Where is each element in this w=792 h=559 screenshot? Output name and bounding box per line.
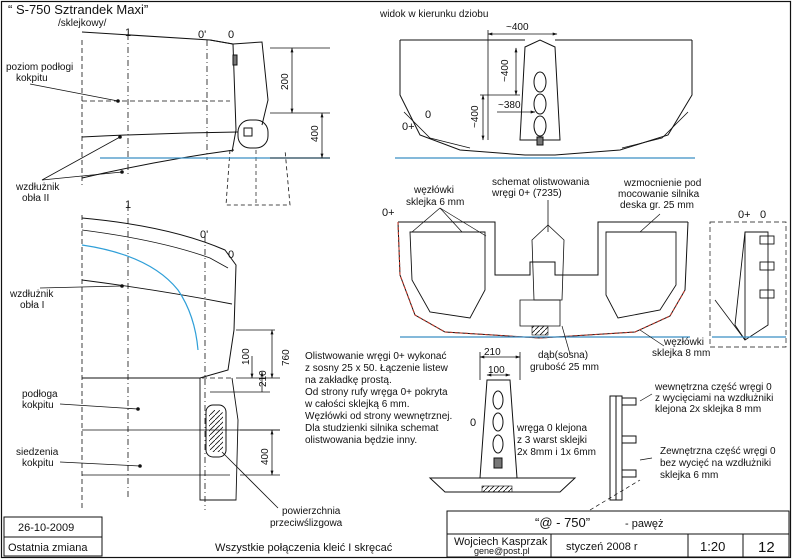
transom-dim-100: 100 <box>488 365 505 376</box>
drawing-scale: 1:20 <box>700 539 725 554</box>
dim-400-upper: 400 <box>310 125 321 142</box>
engine-reinforcement-label: wzmocnienie pod mocowanie silnika deska … <box>618 178 704 211</box>
leader-chine-2b <box>41 171 123 181</box>
leader-cockpit-seats <box>59 461 141 467</box>
drawing-date: styczeń 2008 r <box>566 541 638 553</box>
transom-label-0: 0 <box>470 417 476 429</box>
footer-joints-note: Wszystkie połączenia kleić I skręcać <box>215 542 393 554</box>
project-name: “@ - 750” <box>535 515 590 530</box>
side-view-lower <box>81 205 280 510</box>
bow-view-caption: widok w kierunku dziobu <box>379 9 488 20</box>
leader-cockpit-floor <box>59 403 139 410</box>
dim-200: 200 <box>280 73 291 90</box>
drawing-subtitle: /sklejkowy/ <box>58 18 107 29</box>
gusset-leaders <box>411 207 665 355</box>
bow-label-0: 0 <box>425 109 431 121</box>
label-chine-1: wzdłużnik obła I <box>9 289 56 311</box>
title-block <box>446 510 790 558</box>
bow-dim-h400a: ~400 <box>500 59 511 82</box>
gussets-6mm-label: węzłówki sklejka 6 mm <box>406 185 464 208</box>
label-planing-surface: powierzchnia przeciwślizgowa <box>270 506 343 529</box>
footer-last-change: Ostatnia zmiana <box>8 542 88 554</box>
frame-0-outer-note: Zewnętrzna część wręgi 0 bez wycięć na w… <box>660 446 778 481</box>
part-name: - pawęż <box>625 518 664 530</box>
frame-label-0plus-right: 0+ <box>738 209 751 221</box>
bow-label-0plus: 0+ <box>402 121 415 133</box>
side-view-upper <box>81 31 291 206</box>
label-cockpit-seats: siedzenia kokpitu <box>16 447 61 469</box>
dim-100-side: 100 <box>241 348 252 365</box>
frame-detail-caption: schemat olistwowania wręgi 0+ (7235) <box>491 177 592 199</box>
label-chine-2: wzdłużnik obła II <box>15 182 62 204</box>
transom-caption: wręga 0 klejona z 3 warst sklejki 2x 8mm… <box>516 423 596 458</box>
bow-dim-w380: ~380 <box>498 100 521 111</box>
leader-planing-surface <box>221 451 279 509</box>
drawing-title: “ S-750 Sztrandek Maxi” <box>8 2 148 17</box>
leader-cockpit-level <box>29 83 119 102</box>
leader-chine-1 <box>39 285 123 289</box>
oak-batten-label: dąb(sosna) grubość 25 mm <box>530 350 599 373</box>
dim-side-upper <box>270 47 330 159</box>
bow-view-hull <box>399 39 693 156</box>
frame-label-0plus-left: 0+ <box>382 207 395 219</box>
construction-notes: Olistwowanie wręgi 0+ wykonać z sosny 25… <box>304 351 455 446</box>
bow-dims <box>480 30 558 141</box>
label-cockpit-floor: podłoga kokpitu <box>22 389 60 411</box>
gussets-8mm-label: węzłówki sklejka 8 mm <box>652 337 710 359</box>
dim-210-side: 210 <box>258 370 269 387</box>
frame-label-0-upper: 0 <box>228 29 234 41</box>
dim-760: 760 <box>281 349 292 366</box>
frame-label-1-upper: 1 <box>125 27 131 39</box>
chine-curve-blue <box>81 244 199 351</box>
dim-400-lower: 400 <box>260 448 271 465</box>
author-email: gene@post.pl <box>474 546 530 556</box>
frame-0-inner-note: wewnętrzna część wręgi 0 z wycięciami na… <box>654 382 776 415</box>
frame-batten-red <box>397 221 686 339</box>
author-name: Wojciech Kasprzak <box>454 536 548 548</box>
frame-label-1-lower: 1 <box>125 199 131 211</box>
frame-label-0-right: 0 <box>760 209 766 221</box>
frame-label-0prime-upper: 0' <box>198 29 206 41</box>
dim-side-lower <box>210 329 280 476</box>
transom-dim-210: 210 <box>484 347 501 358</box>
bow-dim-h400b: ~400 <box>470 105 481 128</box>
frame-side-section <box>709 221 787 348</box>
footer-date-box <box>3 516 103 557</box>
frame-0plus-outline <box>397 221 689 339</box>
label-cockpit-floor-level: poziom podłogi kokpitu <box>6 62 76 84</box>
bow-dim-w400: ~400 <box>506 22 529 33</box>
transom-dims <box>479 352 521 380</box>
frame-label-0prime-lower: 0' <box>200 229 208 241</box>
footer-date: 26-10-2009 <box>18 522 74 534</box>
sheet-number: 12 <box>758 539 775 556</box>
leader-chine-2a <box>41 136 121 181</box>
transom-frame-0 <box>428 379 577 493</box>
frame-label-0-lower: 0 <box>228 249 234 261</box>
frame-0-section <box>589 395 641 511</box>
